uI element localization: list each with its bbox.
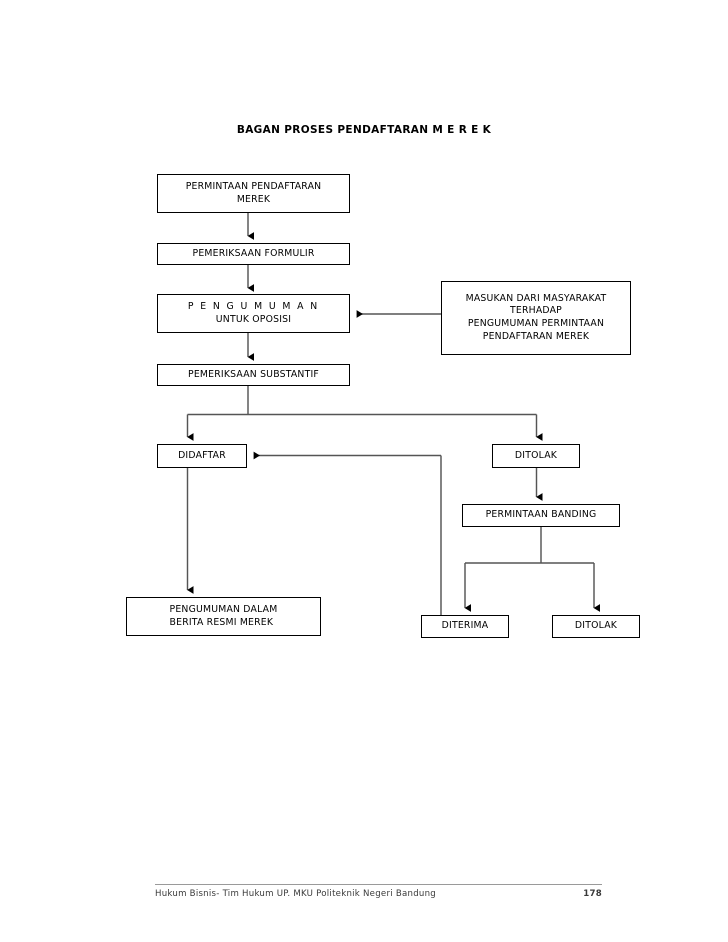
node-ditolak-bawah[interactable]: DITOLAK: [552, 615, 640, 638]
node-pemeriksaan-formulir[interactable]: PEMERIKSAAN FORMULIR: [157, 243, 350, 265]
node-pemeriksaan-formulir-label: PEMERIKSAAN FORMULIR: [192, 247, 315, 259]
node-didaftar-label: DIDAFTAR: [178, 449, 226, 461]
node-pengumuman-line2: UNTUK OPOSISI: [215, 313, 292, 325]
node-diterima-label: DITERIMA: [441, 620, 489, 632]
node-permintaan-pendaftaran[interactable]: PERMINTAAN PENDAFTARAN MEREK: [157, 174, 350, 213]
node-permintaan-banding[interactable]: PERMINTAAN BANDING: [462, 504, 620, 527]
node-ditolak-atas[interactable]: DITOLAK: [492, 444, 580, 468]
page-title: BAGAN PROSES PENDAFTARAN M E R E K: [236, 124, 492, 136]
node-diterima[interactable]: DITERIMA: [421, 615, 509, 638]
node-didaftar[interactable]: DIDAFTAR: [157, 444, 247, 468]
node-pengumuman-berita-resmi[interactable]: PENGUMUMAN DALAM BERITA RESMI MEREK: [126, 597, 321, 636]
node-pemeriksaan-substantif[interactable]: PEMERIKSAAN SUBSTANTIF: [157, 364, 350, 386]
node-ditolak-atas-label: DITOLAK: [514, 449, 558, 461]
node-ditolak-bawah-label: DITOLAK: [574, 620, 618, 632]
node-pengumuman-untuk-oposisi[interactable]: P E N G U M U M A N UNTUK OPOSISI: [157, 294, 350, 333]
node-pengumuman-line1: P E N G U M U M A N: [187, 300, 320, 312]
node-permintaan-pendaftaran-label: PERMINTAAN PENDAFTARAN MEREK: [185, 180, 322, 205]
footer-divider: [155, 884, 602, 885]
node-masukan-masyarakat[interactable]: MASUKAN DARI MASYARAKAT TERHADAP PENGUMU…: [441, 281, 631, 355]
node-pemeriksaan-substantif-label: PEMERIKSAAN SUBSTANTIF: [188, 368, 319, 380]
node-pengumuman-berita-resmi-label: PENGUMUMAN DALAM BERITA RESMI MEREK: [169, 603, 278, 628]
footer-text: Hukum Bisnis- Tim Hukum UP. MKU Politekn…: [155, 889, 437, 899]
node-permintaan-banding-label: PERMINTAAN BANDING: [485, 509, 597, 521]
footer-page-number: 178: [583, 889, 602, 899]
node-masukan-masyarakat-label: MASUKAN DARI MASYARAKAT TERHADAP PENGUMU…: [465, 292, 607, 342]
